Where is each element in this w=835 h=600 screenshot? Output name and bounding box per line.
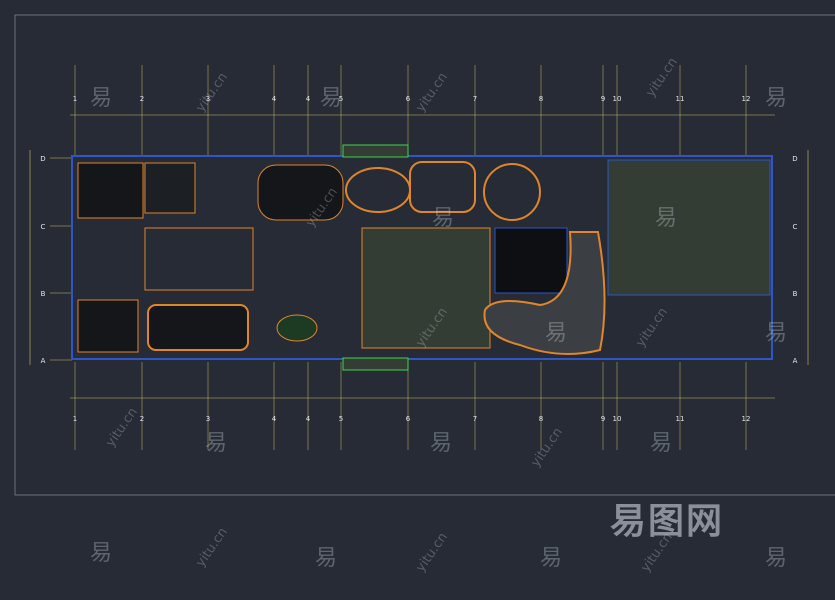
curved-lounge	[483, 231, 606, 355]
row-label: C	[793, 223, 798, 231]
watermark-glyph: 易	[765, 546, 788, 571]
room-stairs	[144, 162, 196, 214]
column-label: 7	[473, 95, 477, 103]
column-label: 1	[73, 415, 77, 423]
round-room	[483, 163, 541, 221]
room-stripes	[144, 227, 254, 291]
column-label: 12	[742, 95, 751, 103]
watermark-glyph: 易	[205, 431, 228, 456]
building-outline	[71, 155, 773, 360]
watermark-glyph: 易	[765, 86, 788, 111]
room-center	[361, 227, 491, 349]
drawing-frame	[14, 14, 835, 496]
room-dark-2	[257, 164, 344, 221]
column-label: 7	[473, 415, 477, 423]
column-label: 4	[272, 95, 277, 103]
room-bottom-left	[77, 299, 139, 353]
room-center-top	[409, 161, 476, 213]
column-label: 12	[742, 415, 751, 423]
column-label: 11	[676, 415, 685, 423]
watermark-logo: 易图网	[610, 501, 725, 542]
row-label: D	[40, 155, 45, 163]
column-label: 10	[613, 95, 622, 103]
column-label: 4	[306, 415, 311, 423]
row-label: B	[41, 290, 46, 298]
row-label: A	[41, 357, 46, 365]
watermark-glyph: 易	[430, 431, 453, 456]
watermark-glyph: 易	[315, 546, 338, 571]
row-label: A	[793, 357, 798, 365]
watermark-glyph: 易	[320, 86, 343, 111]
row-label: B	[793, 290, 798, 298]
column-label: 3	[206, 415, 210, 423]
column-label: 2	[140, 95, 144, 103]
column-label: 8	[539, 95, 543, 103]
column-label: 6	[406, 415, 411, 423]
room-right	[607, 159, 771, 296]
watermark-glyph: 易	[540, 546, 563, 571]
watermark-glyph: 易	[765, 321, 788, 346]
oval-room	[345, 167, 411, 213]
room-pool	[147, 304, 249, 351]
column-label: 9	[601, 95, 605, 103]
floor-plan	[71, 144, 773, 371]
column-label: 11	[676, 95, 685, 103]
watermark-glyph: 易	[90, 86, 113, 111]
room-dark-1	[77, 162, 144, 219]
watermark-glyph: 易	[545, 321, 568, 346]
column-label: 9	[601, 415, 605, 423]
column-label: 3	[206, 95, 210, 103]
column-label: 8	[539, 415, 543, 423]
column-label: 4	[306, 95, 311, 103]
watermark-glyph: 易	[650, 431, 673, 456]
column-label: 1	[73, 95, 77, 103]
row-label: C	[41, 223, 46, 231]
room-dark-3	[494, 227, 568, 294]
column-label: 4	[272, 415, 277, 423]
row-label: D	[792, 155, 797, 163]
watermark-glyph: 易	[90, 541, 113, 566]
green-strip-top	[342, 144, 409, 158]
column-label: 5	[339, 95, 343, 103]
oval-small	[276, 314, 318, 342]
watermark-glyph: 易	[432, 206, 455, 231]
column-label: 6	[406, 95, 411, 103]
column-label: 5	[339, 415, 343, 423]
column-label: 10	[613, 415, 622, 423]
green-strip-bottom	[342, 357, 409, 371]
column-label: 2	[140, 415, 144, 423]
watermark-glyph: 易	[655, 206, 678, 231]
